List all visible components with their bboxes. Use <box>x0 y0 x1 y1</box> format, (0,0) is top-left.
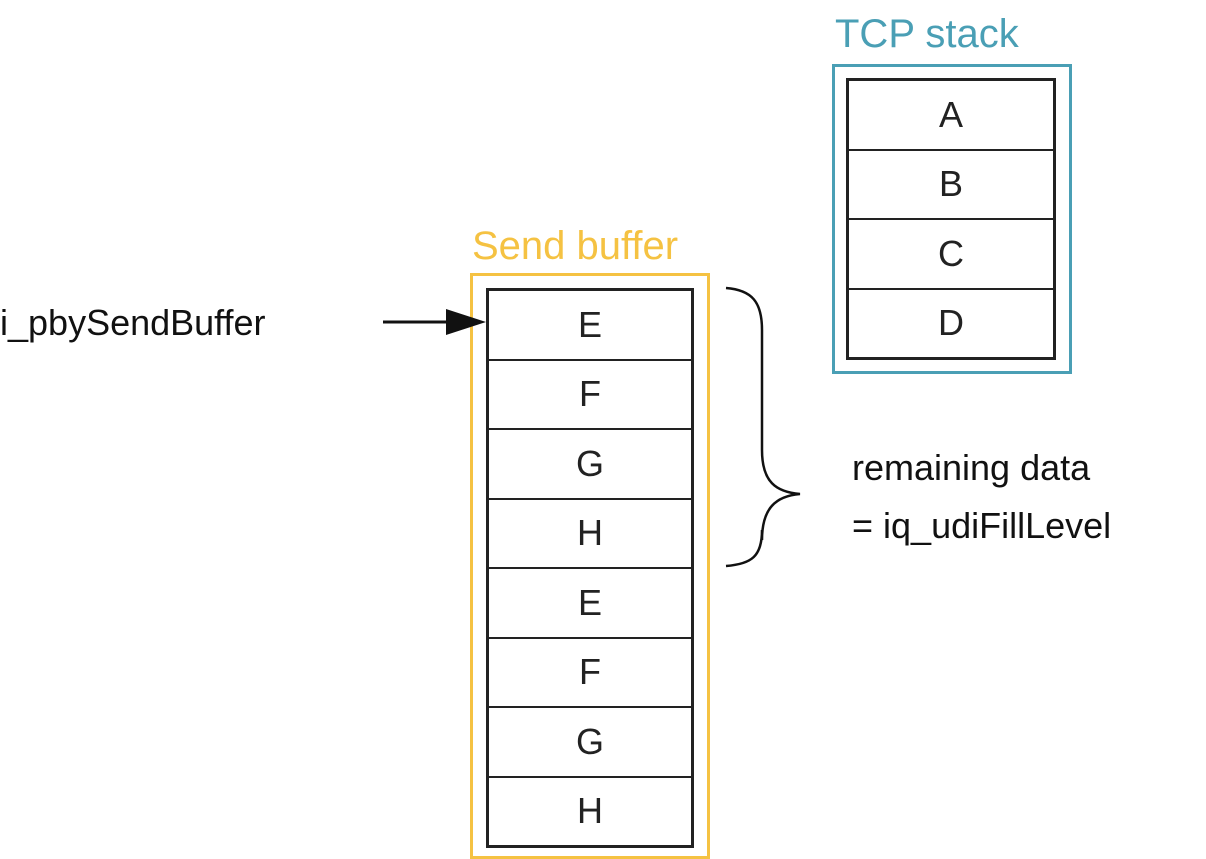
send-buffer-cell: F <box>489 361 691 430</box>
remaining-data-label: remaining data <box>852 447 1091 488</box>
send-buffer-cell: F <box>489 639 691 708</box>
tcp-stack-cell: D <box>938 302 964 344</box>
remaining-data-brace <box>725 286 801 568</box>
tcp-stack-cell: B <box>849 151 1053 220</box>
send-buffer-cell: H <box>577 790 603 832</box>
pointer-arrow <box>383 309 486 335</box>
send-buffer-cell: G <box>489 430 691 500</box>
send-buffer-title: Send buffer <box>472 224 679 268</box>
fill-level-label: = iq_udiFillLevel <box>852 505 1112 546</box>
tcp-stack-cell: A <box>849 81 1053 151</box>
send-buffer-cells: E F G H E F G H <box>486 288 694 848</box>
send-buffer-cell: E <box>489 569 691 639</box>
tcp-stack-cell: C <box>849 220 1053 290</box>
send-buffer-cell: G <box>489 708 691 778</box>
pointer-label: i_pbySendBuffer <box>0 302 266 343</box>
send-buffer-cell: E <box>489 291 691 361</box>
tcp-stack-cells: A B C D <box>846 78 1056 360</box>
tcp-stack-frame <box>832 64 1072 374</box>
tcp-stack-title: TCP stack <box>835 12 1019 56</box>
send-buffer-cell: H <box>489 500 691 569</box>
